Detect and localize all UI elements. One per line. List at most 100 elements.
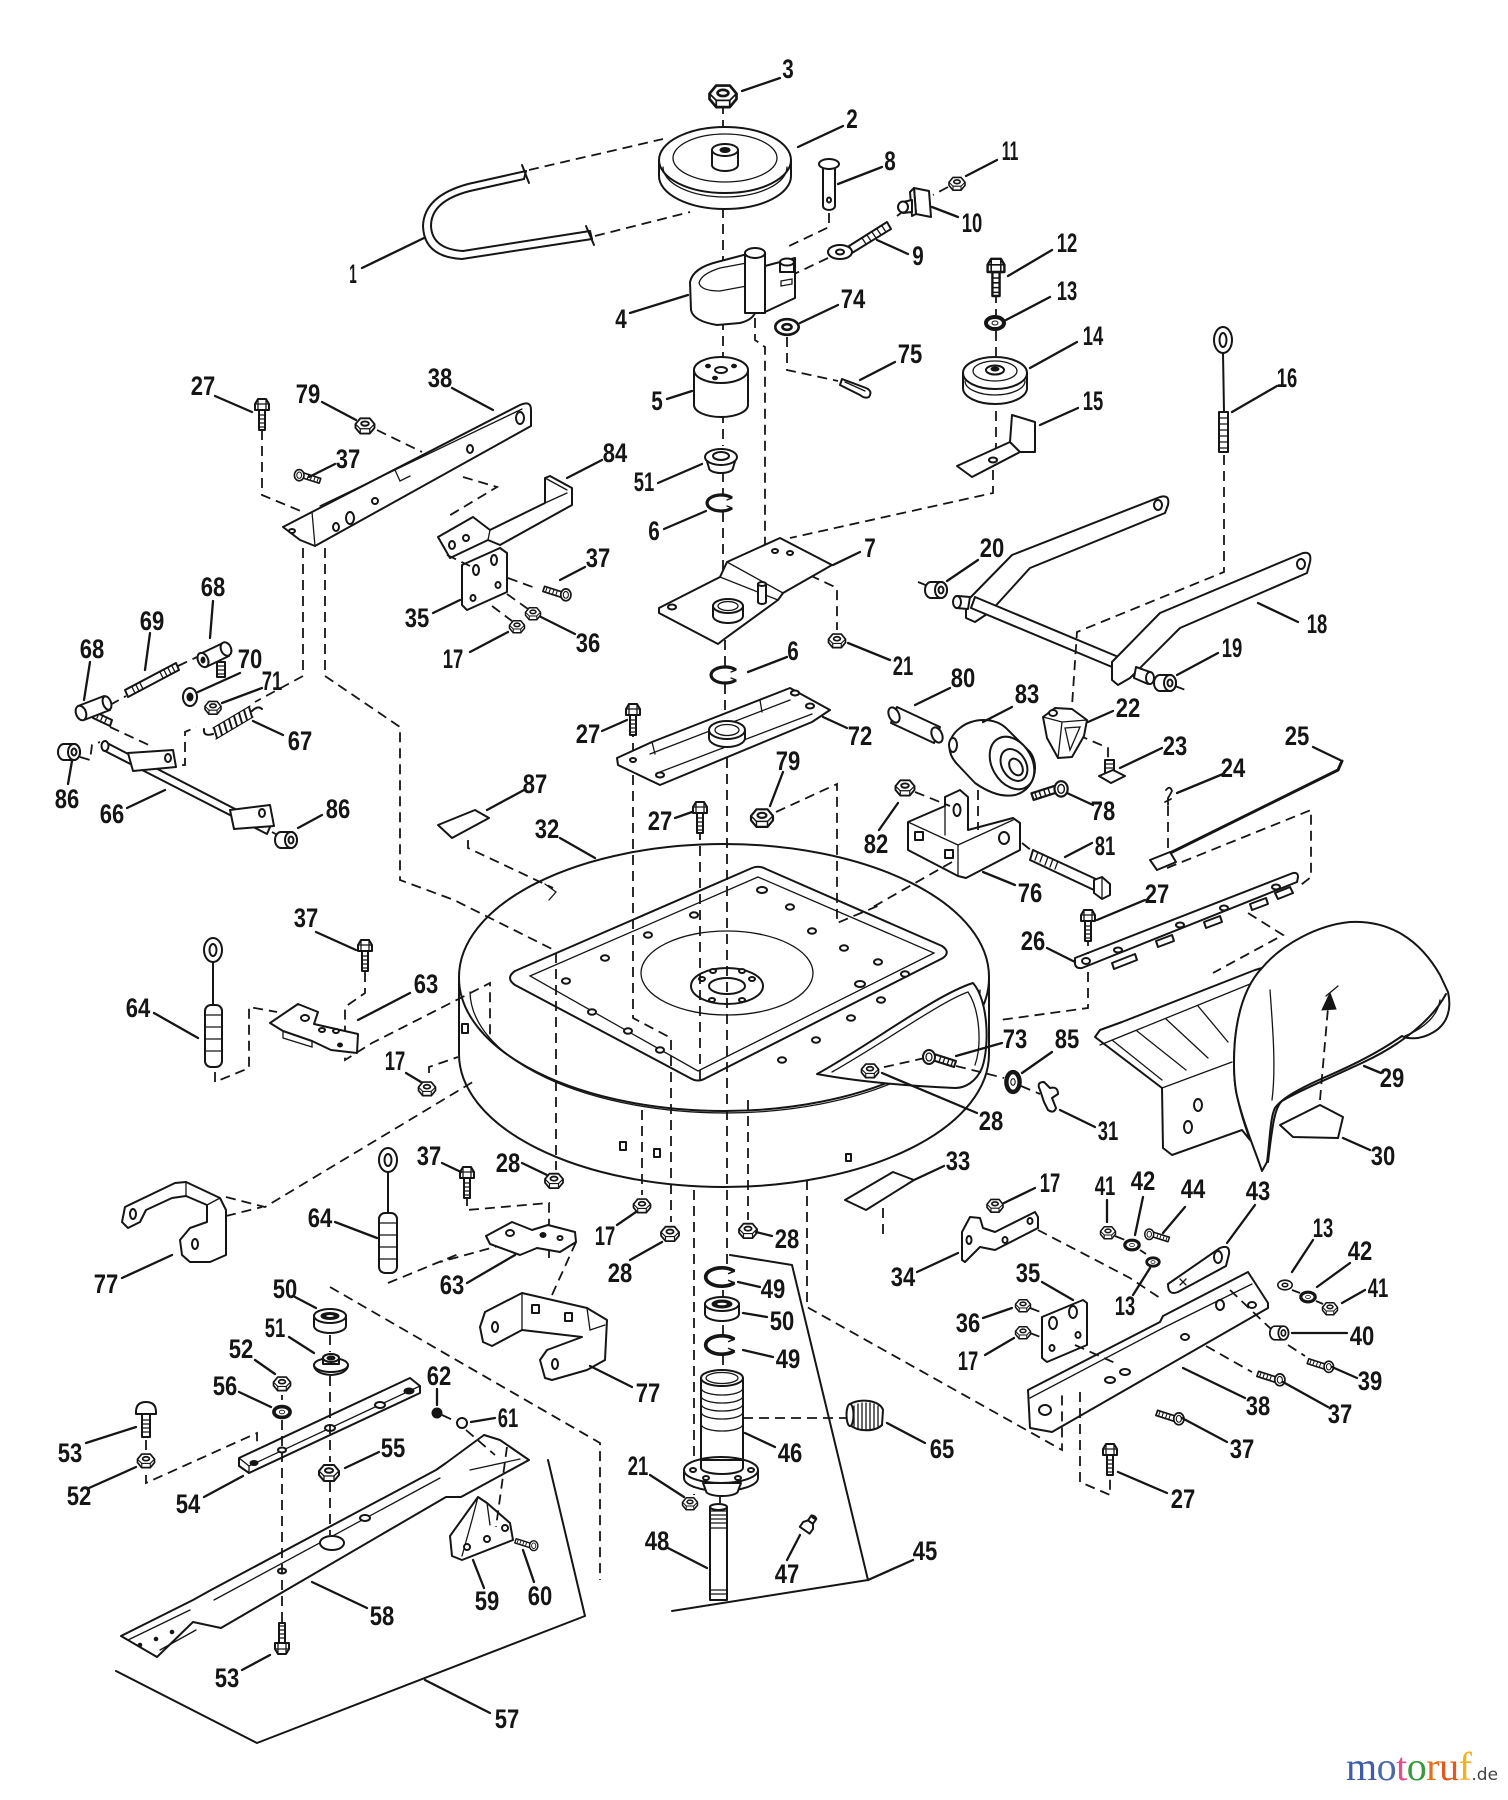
- part-7-plate: [658, 537, 833, 645]
- callout-label: 70: [238, 644, 263, 674]
- callout-label: 27: [1145, 879, 1170, 909]
- watermark-suffix: .de: [1471, 1765, 1499, 1785]
- part-77-left-bracket: [121, 1181, 227, 1263]
- part-41-nut: [1321, 1302, 1339, 1316]
- callout-label: 29: [1380, 1063, 1405, 1093]
- leader-line: [1063, 841, 1094, 859]
- callout-label: 27: [191, 371, 216, 401]
- callout-label: 80: [951, 663, 976, 693]
- part-63-bracket-upper: [269, 1003, 359, 1054]
- leader-line: [945, 558, 980, 583]
- leader-line: [469, 1416, 497, 1424]
- leader-line: [1341, 1136, 1372, 1152]
- part-11-nut: [948, 176, 966, 191]
- leader-line: [196, 671, 242, 694]
- callout-label: 58: [370, 1601, 395, 1631]
- part-21-nut: [681, 1497, 699, 1511]
- callout-label: 62: [427, 1361, 452, 1391]
- leader-line: [1311, 745, 1342, 762]
- leader-line: [754, 1230, 774, 1238]
- part-8-pin: [818, 158, 840, 211]
- leader-line: [741, 1311, 769, 1319]
- part-42-washer: [1123, 1238, 1141, 1252]
- callout-label: 79: [296, 379, 321, 409]
- callout-label: 13: [1057, 276, 1078, 306]
- watermark-letter: r: [1426, 1744, 1440, 1789]
- leader-line: [465, 1253, 517, 1285]
- leader-line: [202, 1474, 245, 1499]
- part-65-bearing: [845, 1399, 884, 1432]
- part-48-spindle-shaft: [709, 1503, 728, 1601]
- callout-label: 38: [1246, 1391, 1271, 1421]
- part-25-rod: [1149, 759, 1344, 871]
- watermark-letter: f: [1458, 1744, 1472, 1789]
- part-19-bushing: [1153, 674, 1177, 692]
- callout-label: 28: [496, 1148, 521, 1178]
- leader-line: [360, 236, 426, 270]
- part-53-carriage-bolt: [135, 1401, 157, 1438]
- leader-line: [1175, 772, 1225, 795]
- leader-line: [831, 550, 862, 567]
- part-52-nut: [272, 1376, 292, 1392]
- part-43-link: [1167, 1245, 1231, 1294]
- callout-label: 66: [100, 799, 125, 829]
- part-36-nut: [1014, 1299, 1032, 1313]
- leader-line: [293, 1295, 318, 1310]
- callout-label: 37: [1230, 1434, 1255, 1464]
- part-84-bracket: [437, 475, 573, 559]
- callout-label: 30: [1371, 1141, 1396, 1171]
- leader-line: [440, 1161, 463, 1174]
- callout-label: 76: [1018, 878, 1043, 908]
- callout-label: 22: [1116, 693, 1141, 723]
- callout-label: 37: [294, 903, 319, 933]
- callout-label: 86: [326, 794, 351, 824]
- callout-label: 27: [648, 806, 673, 836]
- callout-label: 1: [349, 259, 357, 289]
- leader-line: [120, 1253, 174, 1280]
- leader-line: [431, 598, 462, 615]
- callout-label: 49: [761, 1274, 786, 1304]
- part-50-bearing: [313, 1308, 347, 1334]
- callout-label: 81: [1095, 831, 1116, 861]
- callout-label: 56: [213, 1371, 238, 1401]
- callout-label: 77: [94, 1269, 119, 1299]
- watermark-logo: motoruf.de: [1346, 1747, 1498, 1787]
- part-82-nut: [894, 779, 916, 797]
- part-34-bracket: [961, 1211, 1039, 1263]
- leader-line: [520, 1161, 549, 1177]
- arrow-icon: [1321, 991, 1337, 1011]
- callout-label: 18: [1307, 609, 1328, 639]
- part-35-upper-plate: [461, 547, 508, 611]
- callout-label: 8: [884, 146, 896, 176]
- callout-label: 71: [262, 666, 283, 696]
- callout-label: 9: [912, 241, 924, 271]
- part-52-nut: [136, 1453, 156, 1469]
- part-80-pin: [887, 706, 944, 744]
- callout-label: 13: [1313, 1213, 1334, 1243]
- callout-label: 69: [140, 606, 165, 636]
- callout-label: 68: [80, 634, 105, 664]
- callout-label: 20: [980, 533, 1005, 563]
- callout-label: 31: [1098, 1116, 1119, 1146]
- part-41-nut: [1099, 1226, 1117, 1240]
- leader-line: [656, 462, 704, 485]
- discharge-chute: [1094, 920, 1451, 1172]
- leader-line: [981, 1306, 1014, 1320]
- leader-line: [846, 641, 892, 662]
- part-42-washer: [1299, 1290, 1317, 1304]
- leader-line: [82, 660, 92, 702]
- callout-label: 61: [498, 1403, 519, 1433]
- part-13-washer: [1145, 1256, 1161, 1268]
- callout-label: 3: [782, 54, 794, 84]
- leader-line: [877, 801, 900, 832]
- callout-label: 28: [608, 1258, 633, 1288]
- part-46-spindle-housing: [683, 1369, 759, 1497]
- callout-label: 38: [428, 363, 453, 393]
- leader-line: [1362, 1064, 1383, 1075]
- leader-line: [343, 1450, 381, 1470]
- leader-line: [796, 124, 845, 149]
- callout-label: 42: [1348, 1236, 1373, 1266]
- callout-label: 24: [1221, 753, 1246, 783]
- callout-label: 63: [414, 969, 439, 999]
- leader-line: [558, 565, 587, 582]
